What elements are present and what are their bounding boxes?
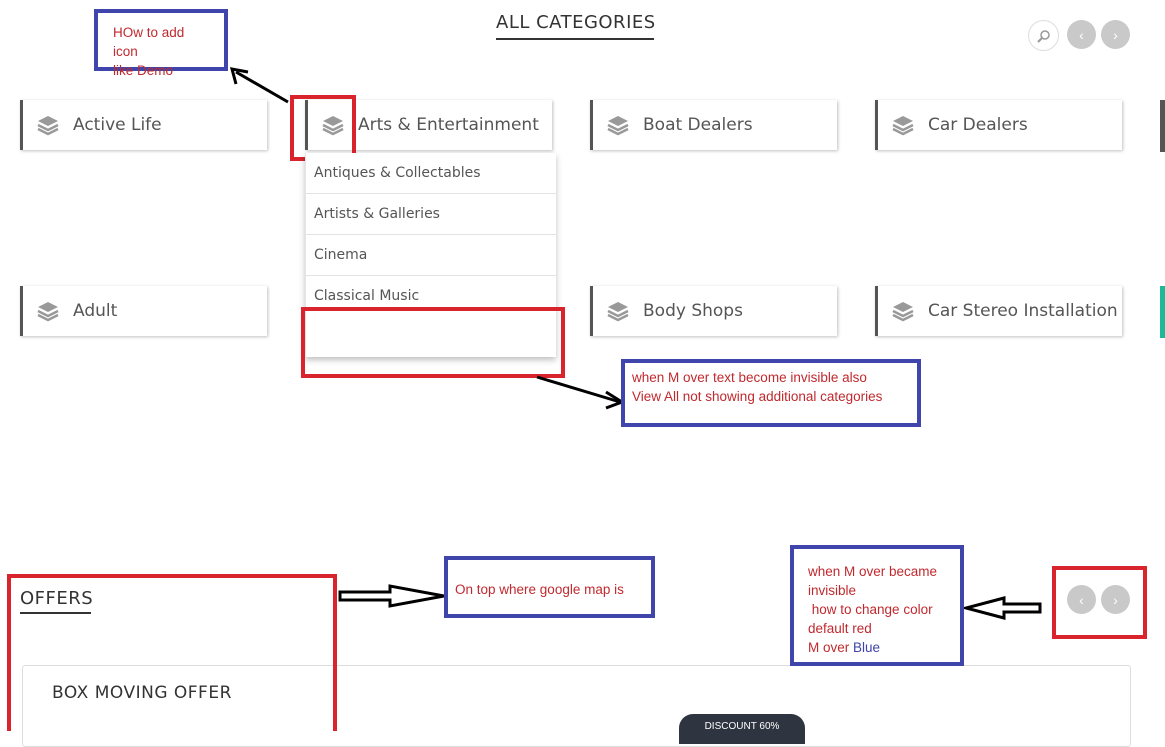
arrow-annotation: [536, 375, 626, 410]
category-label: Boat Dealers: [643, 115, 753, 135]
prev-button[interactable]: ‹: [1067, 20, 1096, 49]
arrow-annotation: [338, 584, 445, 608]
layers-icon: [607, 300, 629, 322]
subcategory-dropdown: Antiques & Collectables Artists & Galler…: [305, 153, 556, 357]
dropdown-item[interactable]: Classical Music: [314, 288, 420, 304]
category-card-car-stereo[interactable]: Car Stereo Installation: [875, 286, 1122, 336]
dropdown-item[interactable]: Antiques & Collectables: [306, 153, 556, 194]
arrow-annotation: [229, 67, 289, 104]
chevron-left-icon: ‹: [1079, 591, 1084, 608]
chevron-right-icon: ›: [1113, 26, 1118, 43]
category-label: Arts & Entertainment: [358, 115, 539, 135]
layers-icon: [37, 300, 59, 322]
layers-icon: [607, 114, 629, 136]
layers-icon: [322, 114, 344, 136]
annotation-text: View All not showing additional categori…: [632, 389, 883, 404]
annotation-highlight-view-all: [301, 307, 565, 378]
annotation-text: default red: [808, 621, 872, 636]
category-card-edge: [1160, 100, 1165, 152]
annotation-text-part: M over: [808, 640, 854, 655]
category-card-adult[interactable]: Adult: [20, 286, 267, 336]
offers-underline: [20, 612, 91, 614]
dropdown-item[interactable]: Cinema: [306, 235, 556, 276]
annotation-highlight-offer-nav: [1052, 566, 1147, 639]
annotation-text: like Demo: [113, 63, 174, 78]
category-card-active-life[interactable]: Active Life: [20, 100, 267, 150]
annotation-text: HOw to add icon: [113, 25, 185, 59]
offers-next-button[interactable]: ›: [1101, 585, 1130, 614]
annotation-color-note: when M over became invisible how to chan…: [790, 545, 964, 666]
search-icon: [1036, 29, 1050, 43]
annotation-text: how to change color: [808, 602, 933, 617]
category-card-body-shops[interactable]: Body Shops: [590, 286, 837, 336]
chevron-left-icon: ‹: [1079, 26, 1084, 43]
category-label: Car Dealers: [928, 115, 1028, 135]
offers-prev-button[interactable]: ‹: [1067, 585, 1096, 614]
category-label: Active Life: [73, 115, 162, 135]
search-button[interactable]: [1028, 20, 1059, 51]
annotation-text: On top where google map is: [455, 582, 624, 597]
annotation-text: when M over text become invisible also: [632, 370, 867, 385]
annotation-text: invisible: [808, 583, 857, 598]
category-card-car-dealers[interactable]: Car Dealers: [875, 100, 1122, 150]
category-label: Body Shops: [643, 301, 743, 321]
annotation-text: when M over became: [808, 564, 938, 579]
offer-title: BOX MOVING OFFER: [52, 683, 232, 703]
title-underline: [496, 38, 654, 40]
layers-icon: [892, 114, 914, 136]
offers-title: OFFERS: [20, 588, 94, 609]
annotation-text-blue: Blue: [853, 640, 881, 655]
next-button[interactable]: ›: [1101, 20, 1130, 49]
annotation-highlight-offers: [7, 574, 337, 731]
annotation-hover-note: when M over text become invisible also V…: [621, 359, 921, 427]
category-card-edge: [1160, 286, 1165, 338]
annotation-icon-note: HOw to add icon like Demo: [94, 9, 228, 78]
category-label: Adult: [73, 301, 118, 321]
annotation-text: M over Blue: [808, 638, 946, 657]
annotation-highlight-icon: [290, 95, 356, 161]
page-title: ALL CATEGORIES: [496, 12, 656, 33]
dropdown-item[interactable]: Artists & Galleries: [306, 194, 556, 235]
category-card-boat-dealers[interactable]: Boat Dealers: [590, 100, 837, 150]
arrow-annotation: [964, 596, 1042, 620]
layers-icon: [37, 114, 59, 136]
category-card-arts-entertainment[interactable]: Arts & Entertainment: [305, 100, 552, 150]
category-label: Car Stereo Installation: [928, 301, 1118, 321]
layers-icon: [892, 300, 914, 322]
discount-badge: DISCOUNT 60%: [679, 714, 805, 744]
annotation-map-note: On top where google map is: [444, 556, 655, 618]
chevron-right-icon: ›: [1113, 591, 1118, 608]
